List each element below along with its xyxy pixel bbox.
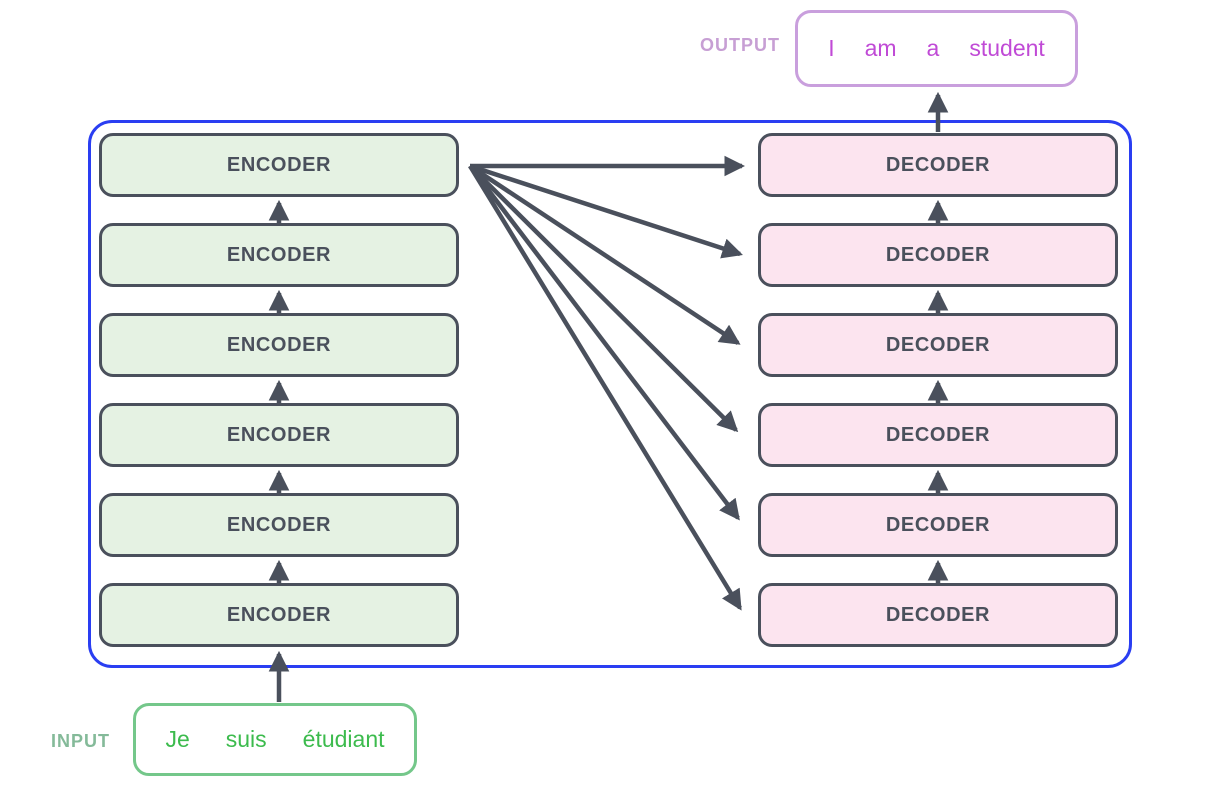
output-sentence-box: I am a student: [795, 10, 1078, 87]
input-label: INPUT: [51, 731, 110, 751]
decoder-block-2: DECODER: [758, 493, 1118, 557]
decoder-block-5: DECODER: [758, 223, 1118, 287]
input-word: étudiant: [302, 726, 385, 752]
decoder-block-3: DECODER: [758, 403, 1118, 467]
encoder-to-decoder-fan-arrows: [468, 155, 746, 611]
input-sentence-box: Je suis étudiant: [133, 703, 417, 776]
encoder-block-4: ENCODER: [99, 313, 459, 377]
output-label: OUTPUT: [700, 35, 780, 55]
decoder-block-4: DECODER: [758, 313, 1118, 377]
output-word: a: [926, 35, 940, 61]
decoder-block-1: DECODER: [758, 583, 1118, 647]
decoder-block-6: DECODER: [758, 133, 1118, 197]
output-word: I: [828, 35, 835, 61]
output-word: student: [969, 35, 1045, 61]
output-word: am: [864, 35, 897, 61]
model-container-box: [88, 120, 1132, 668]
encoder-block-2: ENCODER: [99, 493, 459, 557]
encoder-block-6: ENCODER: [99, 133, 459, 197]
input-word: Je: [165, 726, 190, 752]
encoder-block-1: ENCODER: [99, 583, 459, 647]
encoder-block-3: ENCODER: [99, 403, 459, 467]
input-word: suis: [225, 726, 267, 752]
encoder-block-5: ENCODER: [99, 223, 459, 287]
